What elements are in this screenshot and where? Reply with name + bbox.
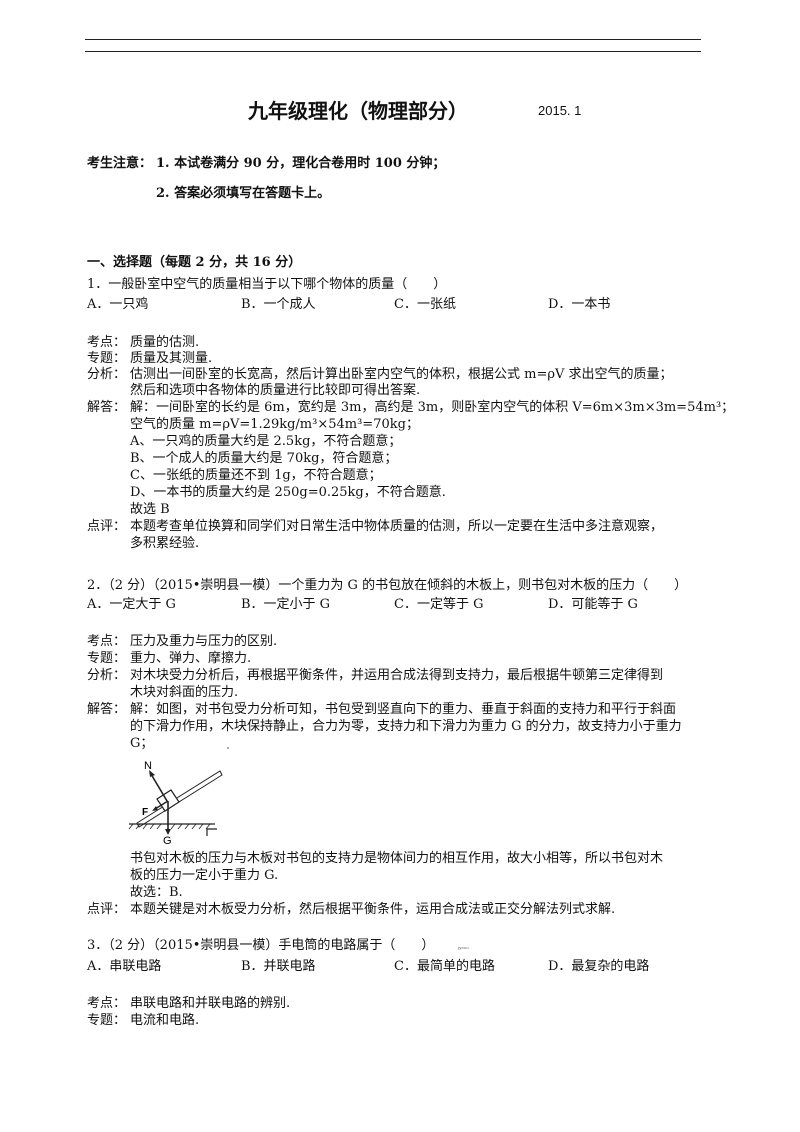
notice-item-1: 1. 本试卷满分 90 分，理化合卷用时 100 分钟；: [156, 156, 446, 171]
q2-jieda-after-3: 故选：B.: [130, 885, 183, 900]
q2-jieda-line-2: 的下滑力作用，木块保持静止，合力为零，支持力和下滑力为重力 G 的分力，故支持力…: [130, 719, 682, 734]
q1-jieda-line-4: B、一个成人的质量大约是 70kg，符合题意；: [130, 451, 398, 466]
q1-option-b: B．一个成人: [241, 297, 316, 312]
q2-kaodian: 压力及重力与压力的区别.: [130, 634, 278, 649]
q2-option-b: B．一定小于 G: [241, 597, 331, 612]
q1-fenxi-line-2: 然后和选项中各物体的质量进行比较即可得出答案.: [130, 383, 421, 398]
force-n-label: N: [144, 760, 152, 772]
q1-zhuanti-label: 专题：: [87, 351, 127, 366]
force-g-label: G: [163, 835, 172, 845]
q3-zhuanti-label: 专题：: [87, 1013, 127, 1028]
q3-option-c: C．最简单的电路: [394, 959, 495, 974]
q2-dianping-label: 点评：: [87, 902, 127, 917]
top-rule-2: [85, 51, 701, 52]
q3-option-d: D．最复杂的电路: [548, 959, 650, 974]
q3-kaodian-label: 考点：: [87, 996, 127, 1011]
q1-jieda-line-6: D、一本书的质量大约是 250g=0.25kg，不符合题意.: [130, 485, 446, 500]
section-heading: 一、选择题（每题 2 分，共 16 分）: [87, 255, 302, 270]
top-rule-1: [85, 39, 701, 40]
q2-jieda-label: 解答：: [87, 702, 127, 717]
q2-jieda-line-3: G；: [130, 736, 154, 751]
force-f-arrow: [154, 800, 169, 810]
q2-jieda-after-1: 书包对木板的压力与木板对书包的支持力是物体间力的相互作用，故大小相等，所以书包对…: [130, 851, 664, 866]
q1-kaodian-label: 考点：: [87, 335, 127, 350]
q2-dianping: 本题关键是对木板受力分析，然后根据平衡条件，运用合成法或正交分解法列式求解.: [130, 902, 616, 917]
q3-option-a: A．串联电路: [87, 959, 162, 974]
q2-stem: 2．（2 分）（2015•崇明县一模）一个重力为 G 的书包放在倾斜的木板上，则…: [87, 578, 688, 593]
q1-jieda-line-5: C、一张纸的质量还不到 1g，不符合题意；: [130, 468, 382, 483]
q2-jieda-after-2: 板的压力一定小于重力 G.: [130, 868, 279, 883]
notice-item-2: 2. 答案必须填写在答题卡上。: [156, 186, 331, 201]
force-f-label: F: [142, 807, 148, 818]
q3-kaodian: 串联电路和并联电路的辨别.: [130, 996, 291, 1011]
q2-fenxi-label: 分析：: [87, 668, 127, 683]
q1-option-c: C．一张纸: [394, 297, 456, 312]
q2-kaodian-label: 考点：: [87, 634, 127, 649]
q1-option-d: D．一本书: [548, 297, 611, 312]
q1-zhuanti: 质量及其测量.: [130, 351, 213, 366]
notice-label: 考生注意：: [87, 156, 153, 171]
q2-zhuanti: 重力、弹力、摩擦力.: [130, 651, 252, 666]
q3-watermark: jyeoo: [458, 945, 469, 950]
q1-fenxi-label: 分析：: [87, 367, 127, 382]
ground-hatching: [128, 823, 211, 830]
q1-jieda-line-7: 故选 B: [130, 502, 170, 517]
schoolbag-block: [156, 789, 180, 812]
q1-stem: 1．一般卧室中空气的质量相当于以下哪个物体的质量（ ）: [87, 277, 447, 292]
q2-option-a: A．一定大于 G: [87, 597, 176, 612]
q2-option-c: C．一定等于 G: [394, 597, 484, 612]
q1-kaodian: 质量的估测.: [130, 335, 200, 350]
q1-fenxi-line-1: 估测出一间卧室的长宽高，然后计算出卧室内空气的体积，根据公式 m=ρV 求出空气…: [130, 367, 673, 382]
exam-date: 2015. 1: [538, 103, 582, 118]
q3-zhuanti: 电流和电路.: [130, 1013, 200, 1028]
q1-dianping-line-2: 多积累经验.: [130, 536, 200, 551]
q2-fenxi-line-2: 木块对斜面的压力.: [130, 685, 239, 700]
incline-plank: [136, 770, 223, 828]
q1-dianping-label: 点评：: [87, 519, 127, 534]
q1-dianping-line-1: 本题考查单位换算和同学们对日常生活中物体质量的估测，所以一定要在生活中多注意观察…: [130, 519, 664, 534]
q3-option-b: B．并联电路: [241, 959, 316, 974]
q1-jieda-label: 解答：: [87, 400, 127, 415]
q2-jieda-line-1: 解：如图，对书包受力分析可知，书包受到竖直向下的重力、垂直于斜面的支持力和平行于…: [130, 702, 677, 717]
q1-option-a: A．一只鸡: [87, 297, 149, 312]
q1-jieda-line-3: A、一只鸡的质量大约是 2.5kg，不符合题意；: [130, 434, 402, 449]
q3-stem: 3．（2 分）（2015•崇明县一模）手电筒的电路属于（ ）: [87, 938, 435, 953]
force-diagram: N F G: [128, 747, 229, 845]
q1-jieda-line-1: 解：一间卧室的长约是 6m，宽约是 3m，高约是 3m，则卧室内空气的体积 V=…: [130, 400, 735, 415]
q1-jieda-line-2: 空气的质量 m=ρV=1.29kg/m³×54m³=70kg；: [130, 417, 419, 432]
q2-zhuanti-label: 专题：: [87, 651, 127, 666]
q2-option-d: D．可能等于 G: [548, 597, 638, 612]
force-n-arrow: [150, 773, 168, 802]
page-title: 九年级理化（物理部分）: [248, 99, 468, 123]
q2-fenxi-line-1: 对木块受力分析后，再根据平衡条件，并运用合成法得到支持力，最后根据牛顿第三定律得…: [130, 668, 664, 683]
corner-mark: [206, 828, 217, 836]
